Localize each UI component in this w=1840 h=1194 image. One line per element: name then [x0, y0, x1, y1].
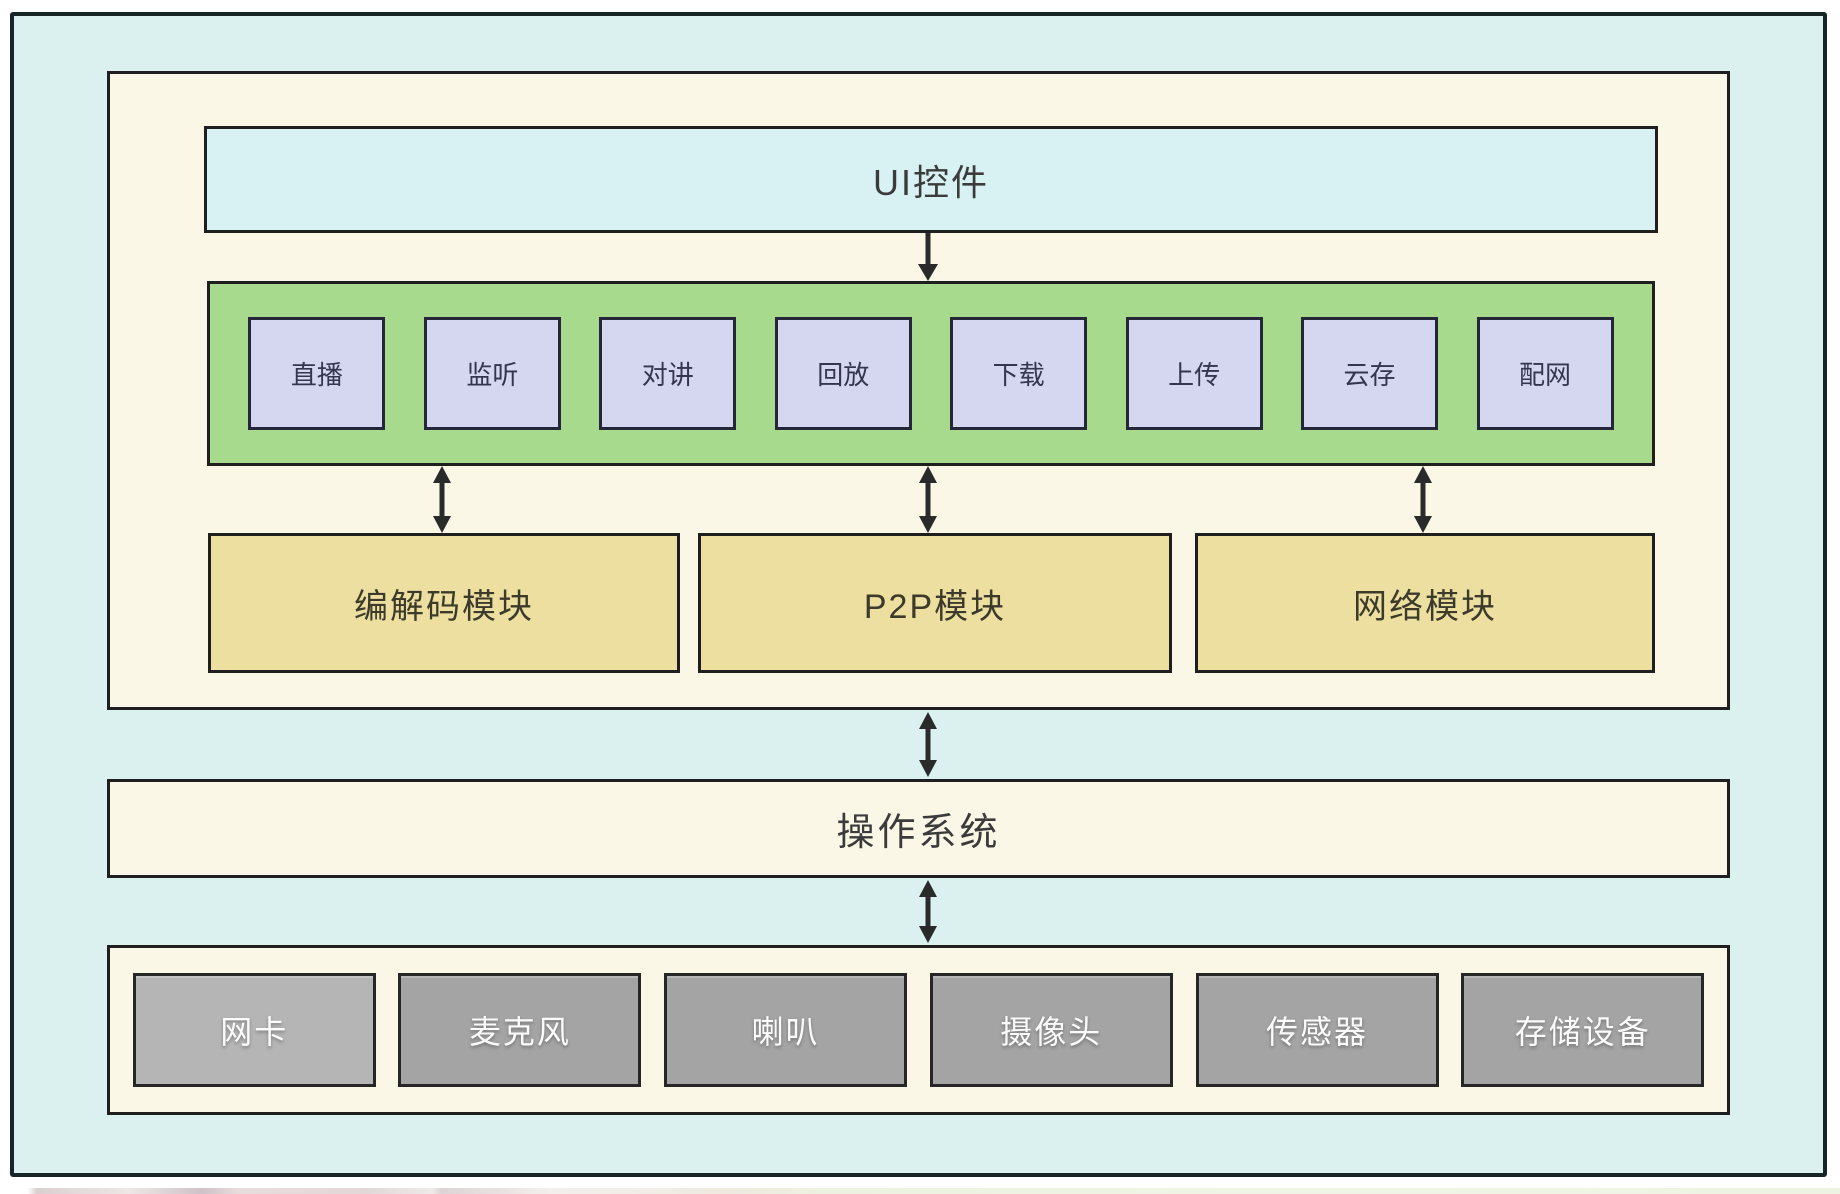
- feature-box-playback: 回放: [774, 317, 912, 430]
- feature-label: 上传: [1168, 360, 1221, 390]
- arrow-up-down-icon: [919, 712, 937, 777]
- module-label: P2P模块: [863, 587, 1007, 626]
- module-box-codec: 编解码模块: [208, 533, 680, 673]
- feature-box-download: 下载: [950, 317, 1088, 430]
- feature-label: 配网: [1518, 360, 1571, 390]
- ui-layer-label: UI控件: [872, 161, 989, 203]
- hardware-box-microphone: 麦克风: [398, 973, 642, 1087]
- hardware-label: 网卡: [220, 1014, 289, 1050]
- hardware-label: 传感器: [1266, 1014, 1369, 1050]
- hardware-label: 存储设备: [1514, 1014, 1651, 1050]
- arrow-up-down-icon: [1414, 466, 1432, 533]
- hardware-layer-panel: 网卡 麦克风 喇叭 摄像头 传感器 存储设备: [107, 945, 1730, 1115]
- feature-box-intercom: 对讲: [599, 317, 737, 430]
- bottom-edge-artifact: [0, 1188, 1840, 1194]
- feature-box-network-config: 配网: [1476, 317, 1614, 430]
- feature-label: 直播: [290, 360, 343, 390]
- hardware-box-speaker: 喇叭: [664, 973, 908, 1087]
- os-layer-box: 操作系统: [107, 779, 1730, 878]
- feature-box-upload: 上传: [1125, 317, 1263, 430]
- module-box-network: 网络模块: [1195, 533, 1655, 673]
- module-box-p2p: P2P模块: [698, 533, 1172, 673]
- hardware-box-storage-device: 存储设备: [1461, 973, 1705, 1087]
- arrow-down-icon: [918, 233, 938, 281]
- module-label: 网络模块: [1353, 587, 1497, 626]
- feature-box-cloud-storage: 云存: [1301, 317, 1439, 430]
- hardware-box-camera: 摄像头: [929, 973, 1173, 1087]
- arrow-up-down-icon: [919, 466, 937, 533]
- module-label: 编解码模块: [354, 587, 534, 626]
- feature-label: 下载: [992, 360, 1045, 390]
- feature-label: 云存: [1343, 360, 1396, 390]
- arrow-up-down-icon: [433, 466, 451, 533]
- hardware-box-network-card: 网卡: [132, 973, 376, 1087]
- feature-box-live: 直播: [248, 317, 386, 430]
- feature-label: 回放: [817, 360, 870, 390]
- os-layer-label: 操作系统: [836, 812, 1001, 854]
- hardware-label: 麦克风: [468, 1014, 571, 1050]
- feature-label: 监听: [466, 360, 519, 390]
- hardware-box-sensor: 传感器: [1195, 973, 1439, 1087]
- hardware-label: 摄像头: [1000, 1014, 1103, 1050]
- feature-container: 直播 监听 对讲 回放 下载 上传 云存 配网: [207, 281, 1655, 466]
- feature-label: 对讲: [641, 360, 694, 390]
- feature-box-monitor: 监听: [423, 317, 561, 430]
- arrow-up-down-icon: [919, 880, 937, 943]
- hardware-label: 喇叭: [751, 1014, 820, 1050]
- ui-layer-box: UI控件: [204, 126, 1658, 233]
